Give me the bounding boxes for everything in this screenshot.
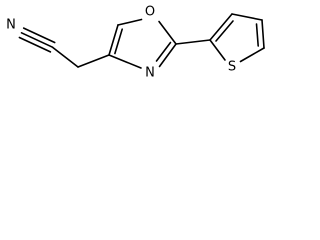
bond-c-n-triple-3: [18, 36, 52, 53]
bond-c4-c5: [261, 19, 265, 49]
bond-c2-n3: [158, 43, 177, 68]
bond-c2-c3-double: [215, 20, 234, 42]
bond-c4-c5: [108, 24, 119, 56]
bond-c2-n3-double: [155, 41, 172, 62]
bond-c4-c5-double: [255, 23, 260, 47]
atom-label-nitrile-n: N: [6, 18, 16, 33]
bond-ch2-ring: [77, 54, 110, 68]
atom-label-oxazole-n: N: [145, 66, 155, 81]
chemical-structure: N O N S: [6, 5, 265, 81]
bond-c3-c4: [231, 13, 263, 21]
bond-c5-s: [239, 47, 265, 63]
bond-c5-o1: [117, 18, 143, 26]
nitrile-group: [18, 27, 110, 68]
bond-c-n-triple-1: [20, 31, 54, 49]
bond-n3-c4: [108, 54, 142, 69]
bond-oxazole-thiophene: [175, 39, 211, 45]
bond-c-n-triple-2: [22, 27, 56, 44]
bond-cn-ch2: [51, 46, 79, 68]
atom-label-oxazole-o: O: [145, 5, 155, 20]
bond-s-c2: [209, 39, 226, 61]
bond-o1-c2: [158, 20, 177, 45]
thiophene-ring: [209, 13, 265, 63]
atom-label-thiophene-s: S: [228, 60, 236, 75]
bond-c2-c3: [209, 13, 233, 41]
bond-c4-c5-double: [114, 28, 123, 55]
oxazole-ring: [108, 18, 177, 69]
